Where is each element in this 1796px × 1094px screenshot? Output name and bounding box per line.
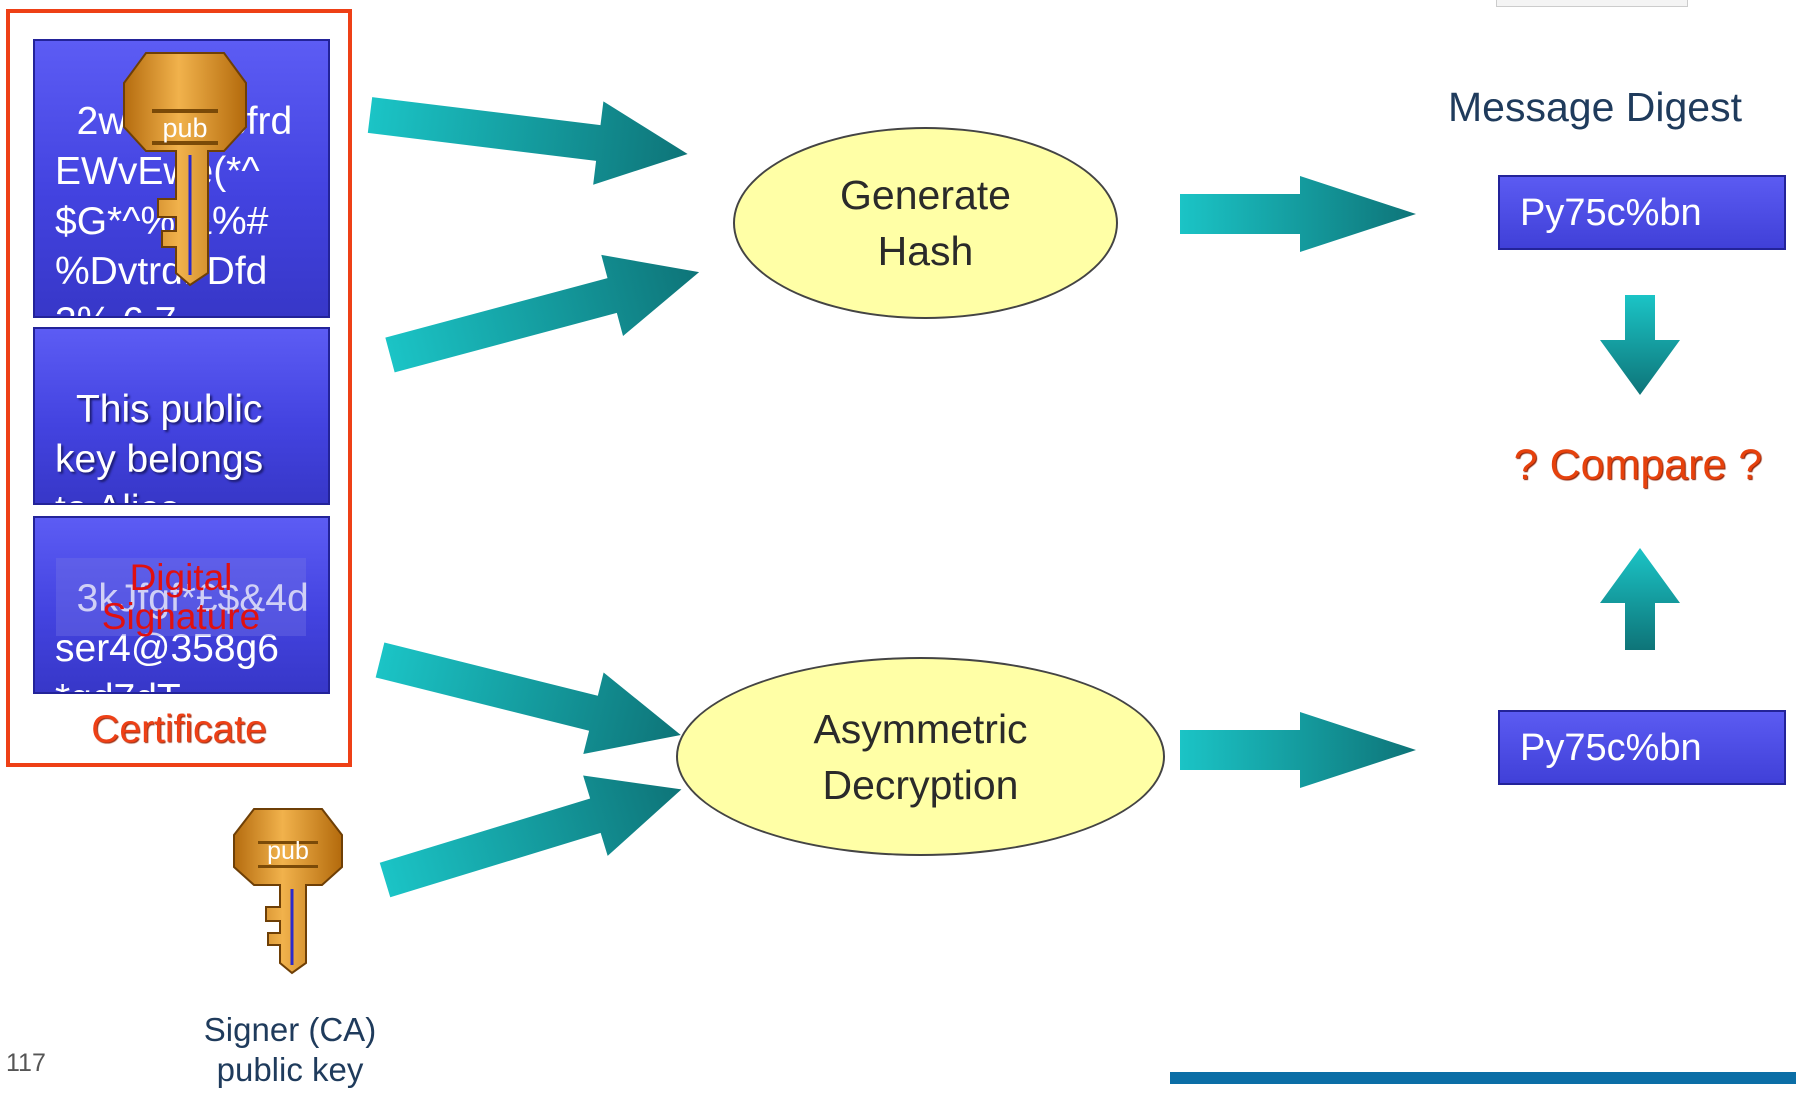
asymmetric-decryption-ellipse: Asymmetric Decryption — [676, 657, 1165, 856]
footer-bar — [1170, 1072, 1796, 1084]
arrow-up-to-compare — [1600, 548, 1680, 650]
arrow-key-to-decrypt — [379, 775, 682, 898]
signer-key-label: Signer (CA) public key — [203, 1011, 377, 1088]
signer-key-icon: pub — [233, 808, 343, 975]
arrow-cert-to-hash-2 — [385, 254, 700, 373]
signer-key-pub-label: pub — [267, 837, 309, 865]
arrow-cert-to-hash-1 — [367, 97, 688, 185]
top-tab — [1496, 0, 1688, 7]
digest-value-bottom: Py75c%bn — [1520, 727, 1702, 769]
compare-label: ? Compare ? — [1513, 441, 1763, 489]
cert-signature-box: 3kJfgf*£$&4d ser4@358g6 *gd7dT — [33, 516, 330, 694]
digest-value-top: Py75c%bn — [1520, 192, 1702, 234]
digest-box-top: Py75c%bn — [1498, 175, 1786, 250]
digital-signature-label: Digital Signature — [56, 558, 306, 636]
cert-owner-text: This public key belongs to Alice — [55, 388, 264, 503]
key-icon: pub — [123, 52, 247, 287]
certificate-frame — [6, 9, 352, 767]
cert-signature-text: 3kJfgf*£$&4d ser4@358g6 *gd7dT — [55, 577, 309, 692]
generate-hash-ellipse: Generate Hash — [733, 127, 1118, 319]
page-number: 117 — [6, 1049, 46, 1077]
arrow-down-to-compare — [1600, 295, 1680, 395]
arrow-hash-to-digest — [1180, 176, 1416, 252]
arrow-signature-to-decrypt — [375, 642, 681, 754]
generate-hash-label: Generate Hash — [840, 172, 1011, 274]
asymmetric-decryption-label: Asymmetric Decryption — [813, 705, 1028, 808]
digest-box-bottom: Py75c%bn — [1498, 710, 1786, 785]
certificate-label: Certificate — [91, 708, 267, 751]
cert-owner-box: This public key belongs to Alice — [33, 327, 330, 505]
arrow-decrypt-to-digest — [1180, 712, 1416, 788]
key-pub-label: pub — [162, 113, 207, 143]
message-digest-label: Message Digest — [1448, 84, 1742, 130]
